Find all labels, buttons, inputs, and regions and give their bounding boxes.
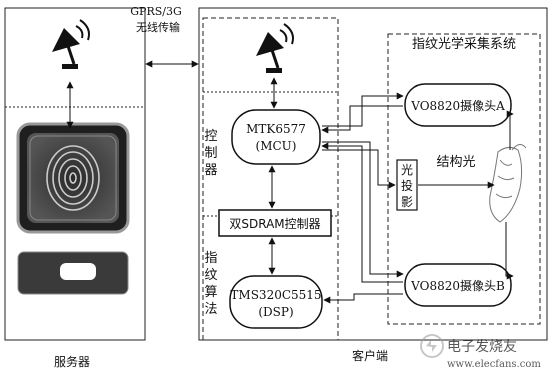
camera-a-block (404, 83, 512, 127)
controller-label-char: 控 (204, 129, 217, 144)
projector-label-char: 投 (401, 178, 413, 193)
dsp-block (229, 275, 323, 329)
server-panel (4, 7, 146, 341)
algorithm-label-char: 指 (204, 251, 217, 266)
card-reader-icon (17, 251, 129, 295)
mcu-block (231, 109, 321, 165)
camera-a-mcu-bus (321, 105, 403, 134)
mcu-label-line1: MTK6577 (246, 122, 306, 136)
optical-system-label: 指纹光学采集系统 (412, 36, 516, 52)
mcu-projector-arrow (322, 149, 396, 189)
antenna-icon (256, 23, 294, 73)
projector-label-char: 影 (401, 195, 413, 209)
controller-label-char: 器 (204, 163, 217, 178)
mcu-camera-b-bus (322, 141, 404, 278)
antenna-icon (52, 19, 90, 69)
camera-a-label: VO8820摄像头A (410, 98, 505, 113)
algorithm-label-char: 算 (204, 285, 217, 300)
mcu-label-line2: (MCU) (256, 139, 297, 153)
projector-block (396, 159, 418, 211)
client-panel (198, 7, 548, 341)
algorithm-label-char: 法 (204, 302, 217, 317)
finger-camera-b-arrow (505, 222, 514, 280)
camera-b-mcu-bus (321, 142, 403, 283)
algorithm-label-char: 纹 (204, 268, 217, 283)
watermark-logo-icon (420, 334, 444, 358)
camera-b-block (404, 263, 512, 307)
sdram-block (218, 209, 332, 237)
finger-camera-a-arrow (506, 110, 514, 150)
server-label: 服务器 (54, 354, 90, 369)
watermark-url: www.elecfans.com (447, 359, 541, 370)
controller-label-char: 制 (204, 146, 217, 161)
projector-label-char: 光 (401, 163, 413, 177)
dsp-label-line1: TMS320C5515 (230, 288, 321, 302)
link-label-line2: 无线传输 (136, 20, 180, 34)
mcu-camera-a-bus (322, 92, 404, 127)
finger-icon (489, 144, 527, 223)
dsp-label-line2: (DSP) (258, 305, 293, 319)
controller-group (202, 17, 339, 341)
watermark-text: 电子发烧友 (447, 339, 517, 355)
optical-system-group (387, 33, 541, 325)
client-label: 客户端 (352, 348, 388, 363)
link-label-line1: GPRS/3G (130, 5, 182, 18)
sdram-label: 双SDRAM控制器 (229, 217, 320, 231)
camera-b-dsp-arrow (323, 293, 403, 304)
structured-light-label: 结构光 (436, 155, 475, 170)
camera-b-label: VO8820摄像头B (410, 278, 505, 293)
fingerprint-scanner-icon (16, 122, 130, 234)
